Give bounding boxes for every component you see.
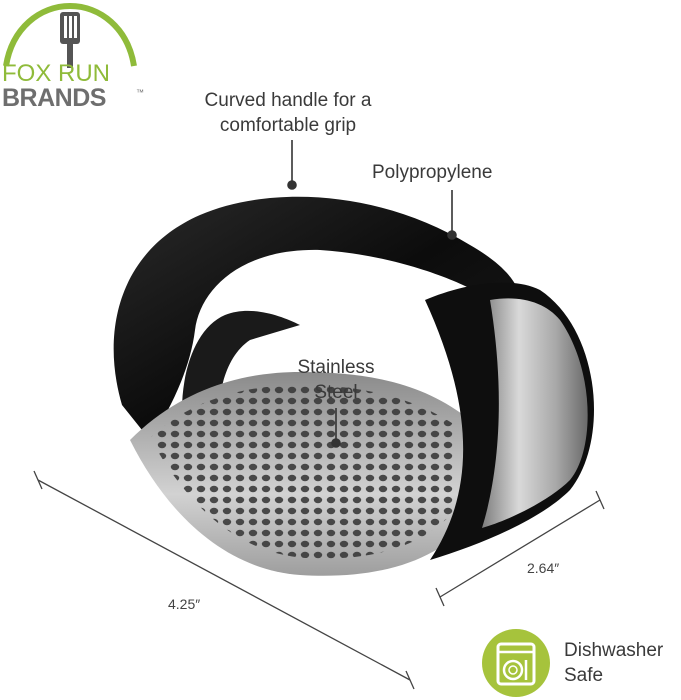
- logo-wordmark-bottom: BRANDS: [2, 84, 106, 112]
- badge-line1: Dishwasher: [564, 640, 664, 661]
- callout-leaders: [287, 140, 457, 448]
- spatula-arch-icon: [3, 2, 137, 68]
- dimension-lines: [33, 470, 605, 690]
- callout-handle-line1: Curved handle for a: [204, 90, 372, 111]
- trademark-symbol: ™: [136, 88, 144, 97]
- logo-wordmark-top: FOX RUN: [2, 60, 110, 87]
- callout-handle-line2: comfortable grip: [219, 115, 357, 136]
- callout-handle: Curved handle for a comfortable grip: [180, 88, 396, 138]
- dimension-depth-label: 2.64″: [527, 560, 560, 576]
- callout-steel-line1: Stainless: [297, 357, 375, 378]
- callout-steel-line2: Steel: [314, 382, 358, 403]
- callout-polypropylene: Polypropylene: [372, 162, 493, 183]
- steel-side-panel: [425, 282, 594, 560]
- badge-line2: Safe: [564, 665, 604, 686]
- fox-run-brands-logo: FOX RUN BRANDS ™: [0, 0, 150, 112]
- callout-stainless-steel: Stainless Steel: [286, 355, 386, 405]
- dishwasher-safe-label: Dishwasher Safe: [564, 638, 663, 688]
- dishwasher-icon: [482, 629, 550, 697]
- dimension-width-label: 4.25″: [168, 596, 201, 612]
- grater-plate: [130, 372, 470, 576]
